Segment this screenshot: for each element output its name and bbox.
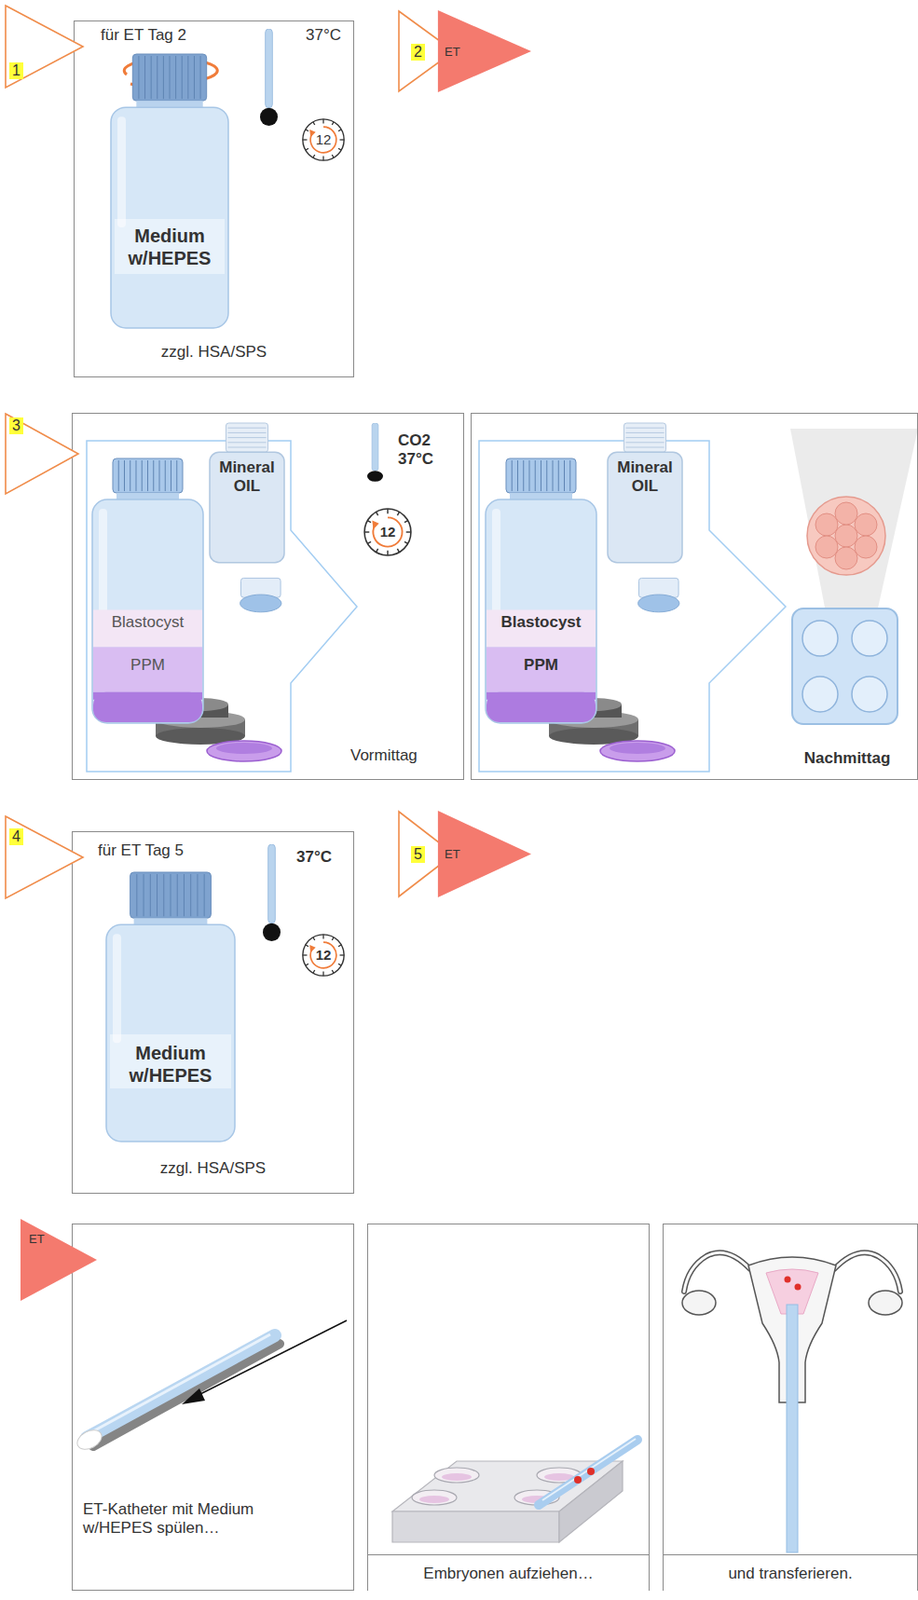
step-box: für ET Tag 2 37°C zzgl. HSA/SPS Medium w/HE…	[73, 20, 355, 378]
node-label: ET-Katheter mit Medium w/HEPES spülen…	[82, 1500, 256, 1539]
oil-bottle: Mineral OIL	[606, 423, 684, 617]
ppm-bottle: BlastocystPPM	[91, 458, 205, 725]
callout-number: 1	[9, 62, 24, 80]
node-label: für ET Tag 5	[97, 841, 266, 861]
procedure-panel: ET-Katheter mit Medium w/HEPES spülen…	[71, 1223, 355, 1591]
node-label: 37°C	[296, 848, 353, 867]
node-label: Blastocyst	[91, 613, 205, 632]
node-label: Medium w/HEPES	[109, 224, 230, 270]
step-box: für ET Tag 5 37°C zzgl. HSA/SPS Medium w/HE…	[71, 831, 355, 1194]
node-outline	[606, 423, 684, 617]
node-label: 37°C	[305, 26, 355, 45]
node-outline	[105, 872, 236, 1143]
node-outline	[484, 458, 598, 725]
node-label: PPM	[484, 656, 598, 675]
procedure-panel: Embryonen aufziehen…	[367, 1223, 650, 1591]
node-label: zzgl. HSA/SPS	[74, 342, 354, 362]
node-outline	[208, 423, 286, 617]
node-outline	[91, 458, 205, 725]
node-label: Embryonen aufziehen…	[368, 1554, 649, 1591]
callout-number: 2	[411, 43, 425, 61]
step-box: NachmittagBlastocystPPMMineral OIL	[470, 412, 918, 781]
callout-number: 3	[9, 417, 24, 435]
callout-number: 5	[411, 846, 425, 864]
medium-bottle: Medium w/HEPES	[109, 54, 230, 329]
node-label: Nachmittag	[791, 749, 904, 768]
node-label: Mineral OIL	[606, 458, 684, 497]
et-marker: 5 ET	[397, 810, 532, 898]
node-label: ET	[444, 44, 461, 60]
medium-bottle: Medium w/HEPES	[105, 872, 236, 1143]
node-label: Vormittag	[350, 746, 453, 766]
node-label: ET	[444, 847, 461, 863]
step-marker: 4	[4, 815, 84, 900]
node-label: Medium w/HEPES	[105, 1041, 236, 1087]
node-label: Mineral OIL	[208, 458, 286, 497]
ppm-bottle: BlastocystPPM	[484, 458, 598, 725]
callout-number: 4	[9, 828, 24, 846]
clock-hours: 12	[309, 946, 338, 964]
node-outline	[20, 1219, 97, 1302]
node-label: Blastocyst	[484, 613, 598, 632]
node-label: für ET Tag 2	[100, 26, 269, 45]
et-marker: ET	[20, 1219, 97, 1302]
node-label: zzgl. HSA/SPS	[72, 1159, 354, 1179]
step-box: CO2 37°CVormittagBlastocystPPMMineral OI…	[71, 412, 465, 781]
node-label: CO2 37°C	[397, 431, 462, 470]
clock-hours: 12	[309, 131, 338, 149]
et-marker: 2 ET	[397, 10, 532, 93]
node-label: und transferieren.	[663, 1554, 918, 1591]
node-outline	[109, 54, 230, 329]
step-marker: 3	[4, 412, 80, 495]
clock-hours: 12	[373, 523, 402, 541]
step-marker: 1	[4, 4, 84, 89]
oil-bottle: Mineral OIL	[208, 423, 286, 617]
node-label: ET	[28, 1232, 45, 1247]
procedure-panel: und transferieren.	[662, 1223, 918, 1591]
node-label: PPM	[91, 656, 205, 675]
